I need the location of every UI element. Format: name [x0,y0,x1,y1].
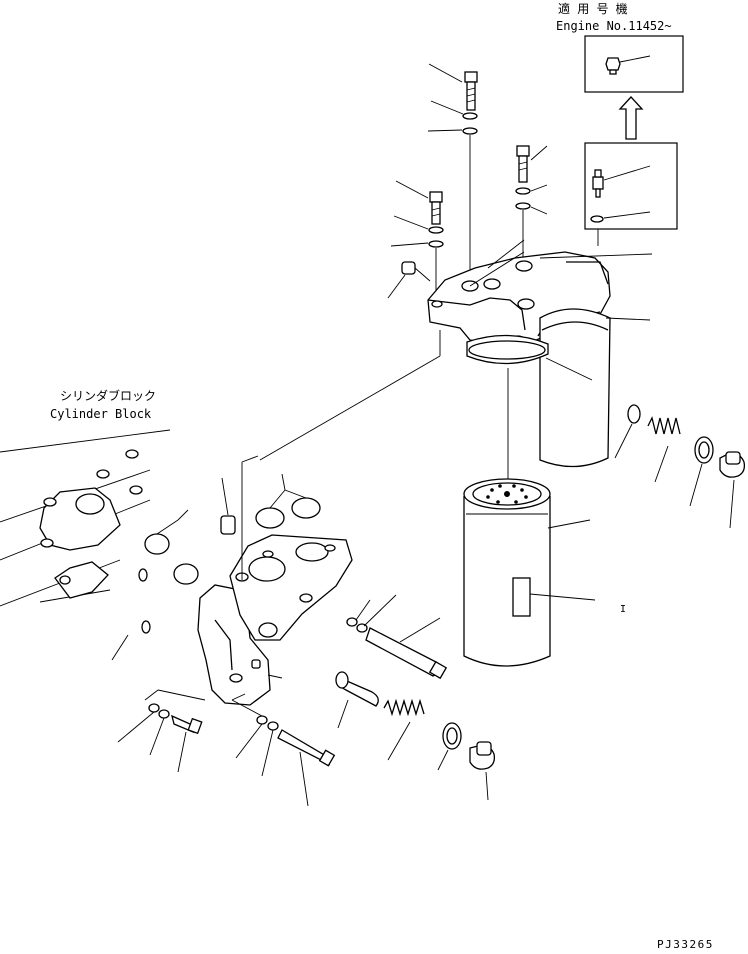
plug-small-upper [387,261,431,299]
filter-housing-rear [539,308,651,468]
filter-bracket-body [197,455,353,706]
bolt-upper-1 [428,63,478,111]
bolt-upper-2 [516,145,548,183]
bolt-group-lower-2 [231,693,336,807]
washer-upper-1 [430,100,478,120]
lower-applicability-box [584,142,678,246]
oring-left-2 [173,509,199,585]
washer-upper-3 [515,184,548,195]
washer-upper-6 [390,240,444,290]
plug-left [469,741,496,801]
spring-right [647,416,681,483]
gasket-plate-left [39,487,121,599]
relief-valve-piston [335,671,379,729]
gasket-right [689,436,714,507]
applicable-engine-label: Engine No.11452~ [556,19,672,33]
gasket-left [437,722,462,771]
washer-upper-4 [515,202,548,258]
spring-left [383,698,425,761]
drawing-code: PJ33265 [657,938,714,951]
long-bolt-right [346,594,448,680]
oring-bracket-2 [281,473,321,519]
washer-upper-5 [393,215,444,234]
filter-label-mark: I [620,604,626,615]
oring-left-1 [144,519,179,555]
bolt-group-lower-1 [117,689,206,773]
arrow-up-icon [618,96,644,140]
plug-right [719,451,746,529]
filter-cartridge [463,478,596,667]
filter-base-ring [259,330,593,490]
oring-small-left-2 [111,620,151,661]
cylinder-block-label-jp: シリンダブロック [60,388,156,403]
washer-upper-2 [427,127,478,275]
upper-applicability-box [584,35,684,93]
oring-bracket-1 [255,489,286,529]
plug-small-bracket [220,477,236,535]
cylinder-block-label-en: Cylinder Block [50,407,152,421]
bolt-upper-3 [395,180,443,225]
washer-right-1 [614,404,641,459]
applicable-label-jp: 適 用 号 機 [558,1,628,16]
oring-small-left-1 [138,568,148,582]
